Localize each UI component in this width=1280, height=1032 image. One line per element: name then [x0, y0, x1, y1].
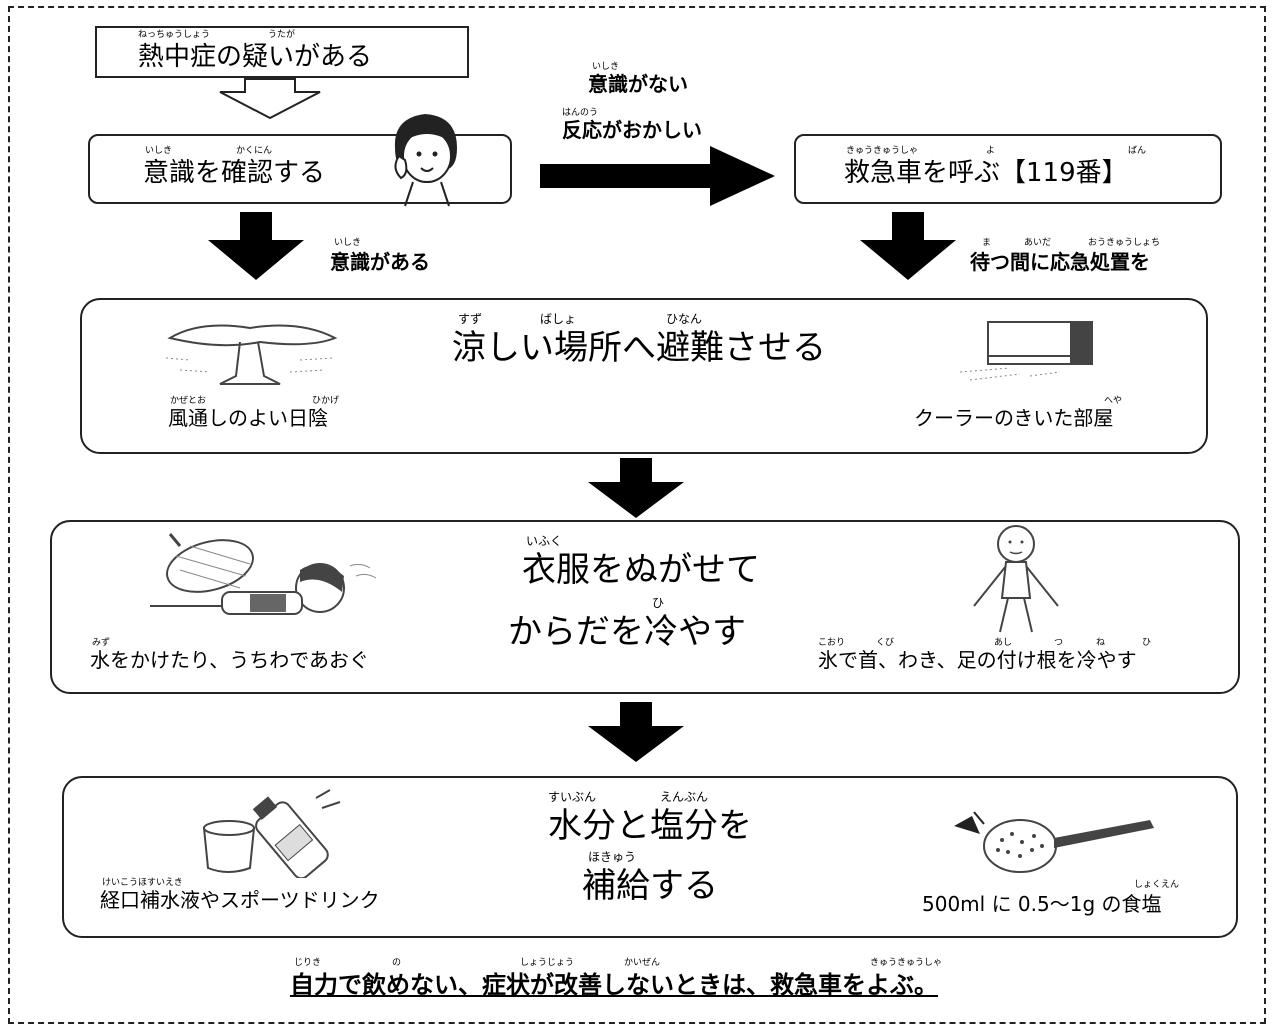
- conscious-ruby: いしき: [334, 238, 362, 248]
- arrow-down-2: [588, 702, 684, 762]
- step1-right-caption: クーラーのきいた部屋: [914, 406, 1114, 430]
- step1-ruby-1: すず: [458, 312, 483, 326]
- arrow-down-right: [860, 212, 956, 280]
- step1-ruby-3: ひなん: [666, 312, 703, 326]
- cooling-person-icon: [150, 533, 377, 615]
- step2-right-caption: 氷で首、わき、足の付け根を冷やす: [818, 648, 1137, 672]
- step2-right-ruby-5: ね: [1096, 638, 1106, 648]
- confirm-ruby-2: かくにん: [236, 146, 273, 156]
- ambulance-ruby-2: よ: [986, 146, 996, 156]
- ambulance-ruby-3: ばん: [1128, 146, 1147, 156]
- start-ruby-1: ねっちゅうしょう: [138, 30, 211, 40]
- no-response-ruby-1: いしき: [592, 62, 620, 72]
- ambulance-box: [794, 134, 1222, 204]
- footer-ruby-2: の: [392, 958, 402, 968]
- step1-left-caption: 風通しのよい日陰: [168, 406, 328, 430]
- ambulance-text: 救急車を呼ぶ【119番】: [844, 158, 1128, 188]
- start-box: [95, 26, 469, 78]
- footer-text: 自力で飲めない、症状が改善しないときは、救急車をよぶ。: [290, 971, 938, 999]
- no-response-line-1: 意識がない: [588, 72, 688, 96]
- dashed-frame: [8, 6, 1266, 1024]
- step2-right-ruby-4: つ: [1054, 638, 1064, 648]
- step2-title-2: からだを冷やす: [508, 612, 746, 652]
- start-text: 熱中症の疑いがある: [138, 42, 373, 72]
- no-response-ruby-2: はんのう: [562, 108, 599, 118]
- wait-text: 待つ間に応急処置を: [970, 250, 1150, 274]
- person-icon: [394, 114, 457, 207]
- step2-title-1-ruby: いふく: [526, 534, 563, 548]
- wait-ruby-2: あいだ: [1024, 238, 1052, 248]
- step1-left-ruby-2: ひかげ: [312, 396, 340, 406]
- air-conditioner-icon: [959, 321, 1093, 381]
- footer-ruby-5: きゅうきゅうしゃ: [870, 958, 943, 968]
- salt-spoon-icon: [954, 811, 1154, 873]
- conscious-text: 意識がある: [330, 250, 430, 274]
- step3-left-ruby: けいこうほすいえき: [102, 878, 183, 888]
- hollow-arrow-down: [219, 78, 321, 120]
- step2-left-caption: 水をかけたり、うちわであおぐ: [90, 648, 369, 672]
- start-ruby-2: うたが: [268, 30, 296, 40]
- wait-ruby-1: ま: [982, 238, 992, 248]
- step3-title-1: 水分と塩分を: [548, 806, 752, 846]
- ambulance-ruby-1: きゅうきゅうしゃ: [846, 146, 919, 156]
- step2-left-ruby: みず: [92, 638, 111, 648]
- standing-child-icon: [973, 525, 1059, 633]
- step3-title-1-ruby-1: すいぶん: [548, 790, 597, 804]
- step2-title-1: 衣服をぬがせて: [522, 550, 760, 590]
- step1-left-ruby-1: かぜとお: [170, 396, 207, 406]
- wait-ruby-3: おうきゅうしょち: [1088, 238, 1161, 248]
- arrow-down-left: [208, 212, 304, 280]
- footer-ruby-1: じりき: [294, 958, 322, 968]
- step3-right-ruby: しょくえん: [1134, 880, 1180, 890]
- confirm-ruby-1: いしき: [145, 146, 173, 156]
- footer-ruby-3: しょうじょう: [520, 958, 575, 968]
- step2-right-ruby-6: ひ: [1142, 638, 1152, 648]
- step2-right-ruby-3: あし: [994, 638, 1013, 648]
- step1-right-ruby: へや: [1104, 396, 1123, 406]
- arrow-down-1: [588, 458, 684, 518]
- step1-ruby-2: ばしょ: [540, 312, 577, 326]
- drink-bottle-icon: [202, 789, 341, 878]
- step3-title-2: 補給する: [582, 866, 718, 906]
- step2-right-ruby-2: くび: [876, 638, 895, 648]
- step3-left-caption: 経口補水液やスポーツドリンク: [100, 888, 380, 912]
- step3-right-caption: 500ml に 0.5～1g の食塩: [922, 892, 1162, 916]
- step1-title: 涼しい場所へ避難させる: [452, 328, 826, 368]
- tree-shade-icon: [165, 324, 338, 385]
- confirm-text: 意識を確認する: [143, 158, 326, 188]
- step3-title-1-ruby-2: えんぶん: [660, 790, 709, 804]
- step3-title-2-ruby: ほきゅう: [588, 850, 637, 864]
- arrow-right: [540, 146, 775, 206]
- no-response-line-2: 反応がおかしい: [562, 118, 702, 142]
- footer-ruby-4: かいぜん: [624, 958, 661, 968]
- step2-title-2-ruby: ひ: [652, 596, 665, 610]
- step2-right-ruby-1: こおり: [818, 638, 846, 648]
